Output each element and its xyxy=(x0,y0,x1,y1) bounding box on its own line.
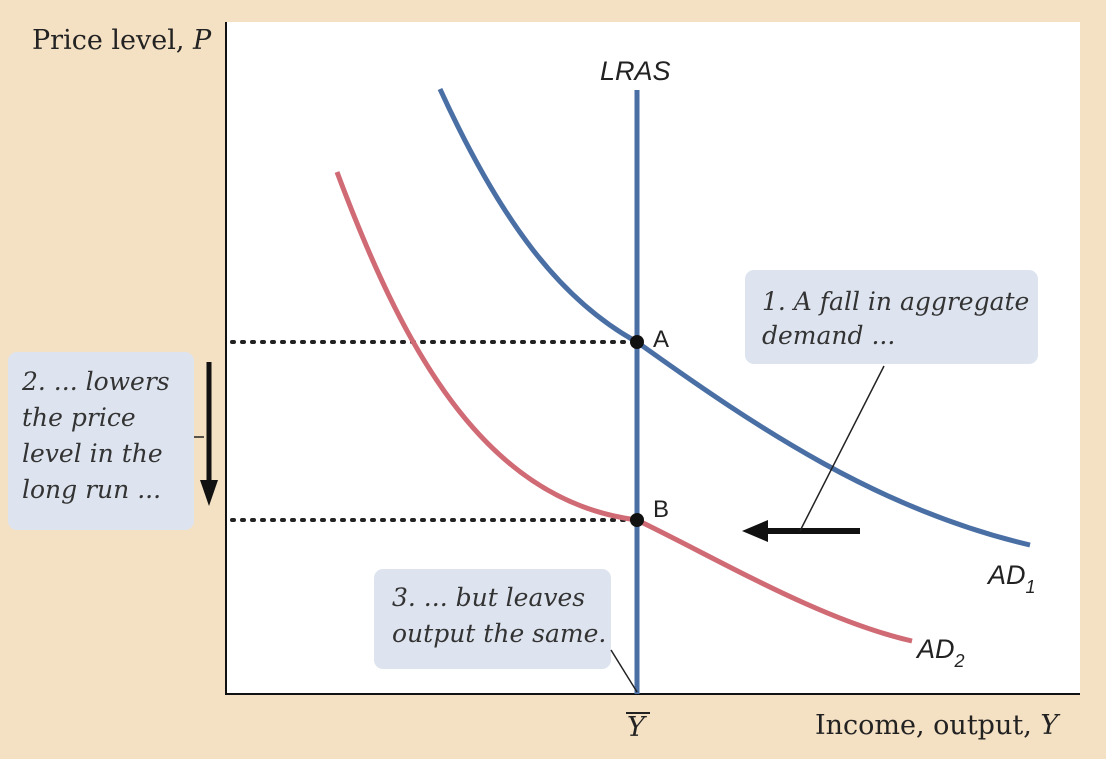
price-down-arrow-head xyxy=(200,480,218,506)
lras-label: LRAS xyxy=(600,56,671,86)
note2-box xyxy=(8,352,194,530)
note3-pointer xyxy=(610,649,638,693)
x-axis-label: Income, output, Y xyxy=(815,710,1060,741)
note3-text: 3. ... but leaves output the same. xyxy=(392,583,606,648)
point-a xyxy=(630,335,644,349)
point-b xyxy=(630,513,644,527)
ad2-label: AD2 xyxy=(915,634,965,671)
potential-output-tick: Y xyxy=(627,712,647,743)
note1-text: 1. A fall in aggregate demand ... xyxy=(762,287,1037,350)
note1-box xyxy=(745,270,1038,364)
point-a-label: A xyxy=(653,326,669,353)
y-axis-label: Price level, P xyxy=(32,25,212,56)
note1-pointer xyxy=(799,365,885,532)
ad2-curve xyxy=(334,171,913,644)
shift-arrow-head xyxy=(742,520,768,542)
ad1-label: AD1 xyxy=(986,560,1036,597)
note2-text: 2. ... lowers the price level in the lon… xyxy=(21,367,178,504)
ad1-curve xyxy=(437,87,1031,548)
note3-box xyxy=(374,569,611,669)
point-b-label: B xyxy=(653,496,669,523)
